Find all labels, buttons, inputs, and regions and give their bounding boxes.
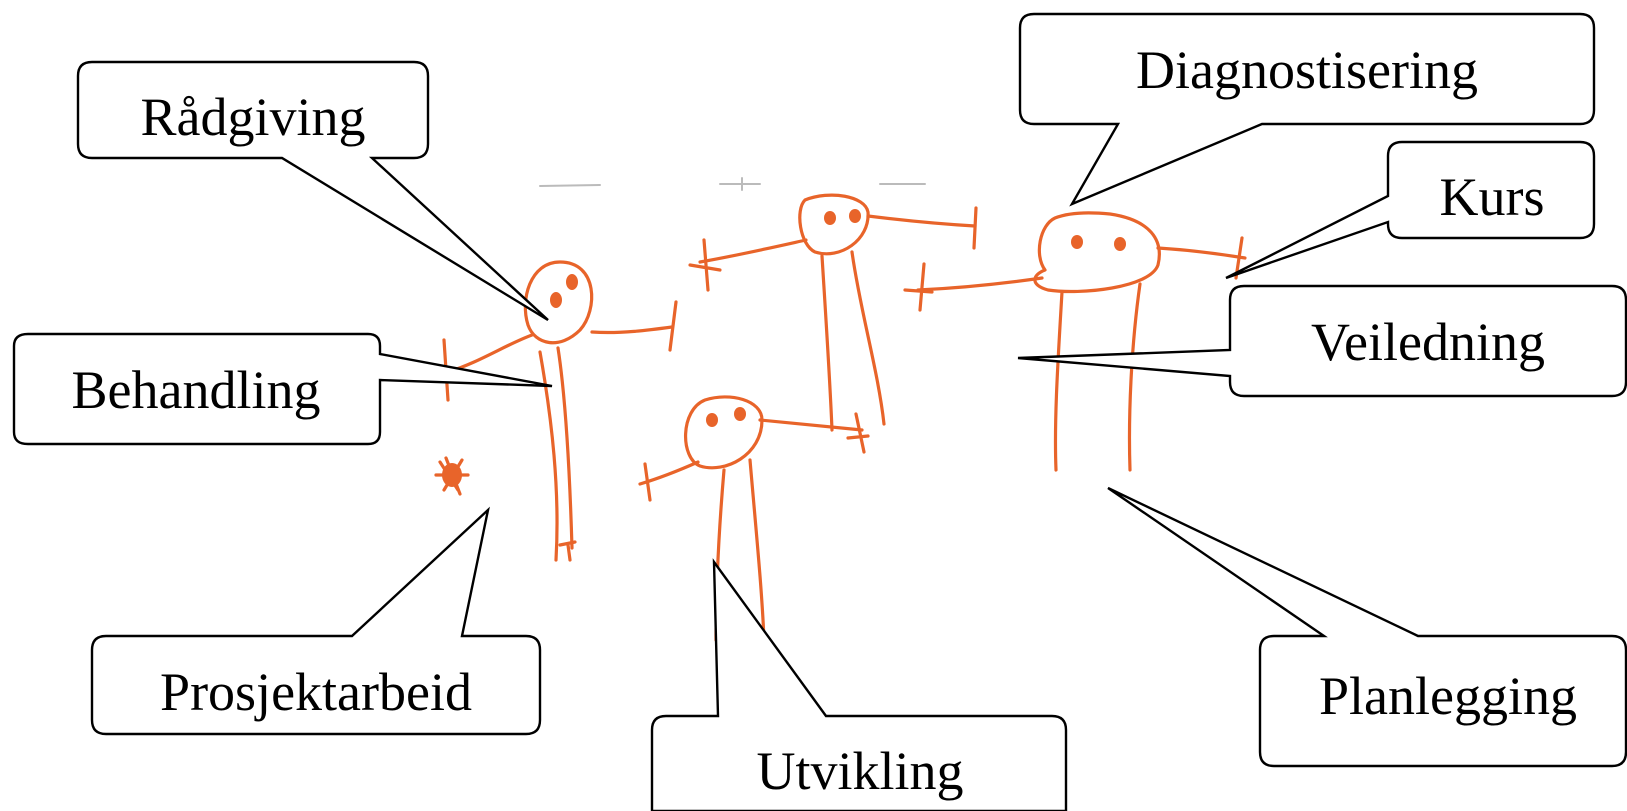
callout-label-utvikling: Utvikling [756, 741, 963, 801]
callout-label-planlegging: Planlegging [1319, 666, 1577, 726]
spider-scribble [434, 456, 470, 496]
callout-prosjektarbeid: Prosjektarbeid [90, 506, 542, 736]
callout-label-behandling: Behandling [72, 360, 321, 420]
callout-kurs: Kurs [1225, 140, 1596, 280]
callout-label-kurs: Kurs [1440, 167, 1545, 227]
callout-label-diagnostisering: Diagnostisering [1136, 40, 1478, 100]
callout-veiledning: Veiledning [1017, 284, 1627, 398]
child-drawing [434, 177, 1247, 642]
drawing-top-marks [539, 177, 926, 191]
callout-label-veiledning: Veiledning [1311, 312, 1545, 372]
callout-diagnostisering: Diagnostisering [1018, 12, 1596, 207]
callout-label-radgiving: Rådgiving [141, 87, 366, 147]
callout-label-prosjektarbeid: Prosjektarbeid [160, 662, 472, 722]
callout-planlegging: Planlegging [1107, 486, 1627, 768]
callout-utvikling: Utvikling [650, 558, 1068, 811]
callout-radgiving: Rådgiving [76, 60, 549, 322]
callout-behandling: Behandling [12, 332, 553, 446]
stick-figure-right [903, 211, 1247, 472]
stick-figure-top [688, 193, 978, 432]
stick-figure-bottom [638, 395, 870, 642]
stick-figure-left [442, 260, 678, 562]
